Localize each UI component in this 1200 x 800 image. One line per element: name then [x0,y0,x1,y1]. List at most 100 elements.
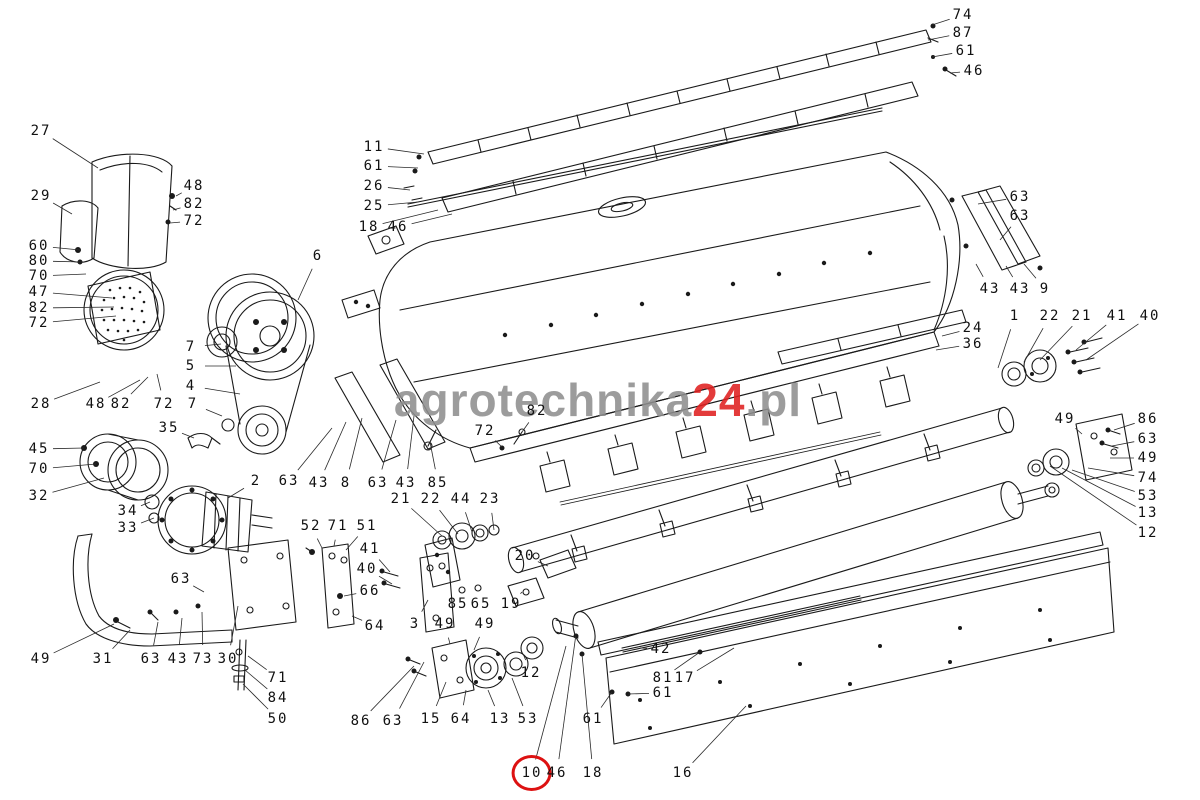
part-label-48: 48 [183,178,205,194]
part-label-30: 30 [217,651,239,667]
part-label-72: 72 [183,213,205,229]
part-label-71: 71 [327,518,349,534]
part-label-64: 64 [450,711,472,727]
part-label-43: 43 [167,651,189,667]
part-label-41: 41 [1106,308,1128,324]
part-label-21: 21 [390,491,412,507]
part-label-23: 23 [479,491,501,507]
part-label-7: 7 [185,339,197,355]
part-label-80: 80 [28,253,50,269]
part-label-49: 49 [30,651,52,667]
part-label-72: 72 [153,396,175,412]
part-label-81: 81 [652,670,674,686]
part-label-63: 63 [140,651,162,667]
part-label-43: 43 [1009,281,1031,297]
part-label-85: 85 [447,596,469,612]
part-label-63: 63 [1009,208,1031,224]
part-label-72: 72 [28,315,50,331]
part-label-74: 74 [1137,470,1159,486]
part-label-22: 22 [420,491,442,507]
part-label-61: 61 [955,43,977,59]
part-label-20: 20 [514,548,536,564]
part-label-12: 12 [520,665,542,681]
rear-plate-group [597,531,1115,745]
part-label-8: 8 [340,475,352,491]
watermark-main: agrotechnika [393,374,693,426]
part-label-82: 82 [28,300,50,316]
part-label-13: 13 [489,711,511,727]
part-label-49: 49 [474,616,496,632]
watermark: agrotechnika24.pl [394,373,802,427]
part-label-71: 71 [267,670,289,686]
part-label-40: 40 [1139,308,1161,324]
part-label-33: 33 [117,520,139,536]
part-label-61: 61 [582,711,604,727]
part-label-61: 61 [652,685,674,701]
part-label-12: 12 [1137,525,1159,541]
part-label-61: 61 [363,158,385,174]
part-label-47: 47 [28,284,50,300]
part-label-46: 46 [387,219,409,235]
part-label-32: 32 [28,488,50,504]
part-label-25: 25 [363,198,385,214]
part-label-70: 70 [28,268,50,284]
part-label-40: 40 [356,561,378,577]
part-label-50: 50 [267,711,289,727]
part-label-27: 27 [30,123,52,139]
part-label-49: 49 [1137,450,1159,466]
part-label-5: 5 [185,358,197,374]
part-label-19: 19 [500,596,522,612]
support-frame [72,533,297,691]
main-housing [341,151,967,463]
hub-group [405,636,544,699]
part-label-26: 26 [363,178,385,194]
part-label-87: 87 [952,25,974,41]
part-label-63: 63 [278,473,300,489]
fan-cover-group [59,153,177,467]
part-label-22: 22 [1039,308,1061,324]
part-label-63: 63 [382,713,404,729]
part-label-3: 3 [409,616,421,632]
part-label-31: 31 [92,651,114,667]
rotor-assembly [424,337,1103,607]
part-label-60: 60 [28,238,50,254]
part-label-2: 2 [250,473,262,489]
part-label-72: 72 [474,423,496,439]
part-label-6: 6 [312,248,324,264]
part-label-73: 73 [192,651,214,667]
top-knife-assembly [403,23,957,213]
part-label-49: 49 [434,616,456,632]
gearbox-group [79,432,273,555]
part-label-13: 13 [1137,505,1159,521]
part-label-24: 24 [962,320,984,336]
part-label-63: 63 [170,571,192,587]
part-label-29: 29 [30,188,52,204]
part-label-48: 48 [85,396,107,412]
part-label-16: 16 [672,765,694,781]
part-label-64: 64 [364,618,386,634]
part-label-34: 34 [117,503,139,519]
part-label-46: 46 [963,63,985,79]
part-label-21: 21 [1071,308,1093,324]
part-label-36: 36 [962,336,984,352]
part-label-15: 15 [420,711,442,727]
part-label-86: 86 [1137,411,1159,427]
part-label-82: 82 [110,396,132,412]
rear-roller [551,481,1060,657]
part-label-11: 11 [363,139,385,155]
part-label-42: 42 [650,641,672,657]
part-label-70: 70 [28,461,50,477]
part-label-53: 53 [1137,488,1159,504]
part-label-65: 65 [470,596,492,612]
part-label-43: 43 [395,475,417,491]
part-label-4: 4 [185,378,197,394]
part-label-74: 74 [952,7,974,23]
part-label-43: 43 [308,475,330,491]
side-skid-plates [334,358,446,463]
part-label-35: 35 [158,420,180,436]
part-label-63: 63 [367,475,389,491]
part-label-82: 82 [526,403,548,419]
